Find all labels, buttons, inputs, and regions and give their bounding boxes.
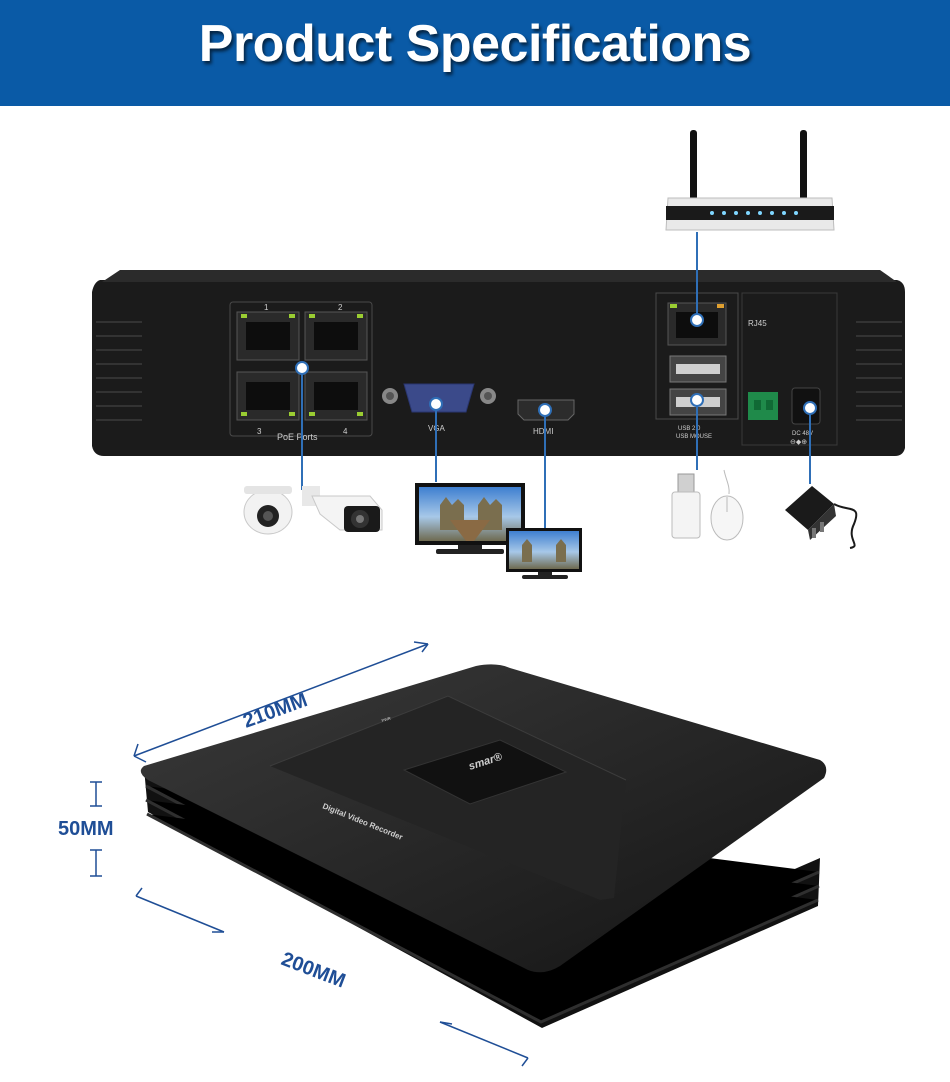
page-title: Product Specifications — [198, 15, 752, 73]
port-number-2: 2 — [338, 303, 343, 312]
poe-ports-label: PoE Ports — [277, 432, 318, 442]
port-number-1: 1 — [264, 303, 269, 312]
dc-polarity-symbols: ⊖◆⊕ — [790, 439, 807, 446]
nvr-top-view: smar® Digital Video Recorder PWR — [140, 664, 827, 1028]
monitor-icon — [415, 483, 582, 579]
port-number-4: 4 — [343, 427, 348, 436]
height-dimension: 50MM — [58, 818, 114, 840]
usb-drive-icon — [671, 473, 701, 539]
nvr-rear-panel: 1 2 3 4 PoE Ports VGA HDMI RJ45 USB 2.0 … — [92, 270, 905, 456]
pwr-label: PWR — [381, 716, 391, 723]
cctv-camera-icon — [243, 486, 383, 535]
rj45-label: RJ45 — [748, 319, 767, 328]
dc-label: DC 48V — [792, 431, 813, 437]
usb-label-1: USB 2.0 — [678, 426, 701, 432]
dimension-lines — [90, 641, 529, 1067]
power-adapter-icon — [785, 486, 858, 549]
connection-lines — [301, 232, 811, 528]
depth-dimension: 200MM — [278, 948, 348, 992]
router-icon — [665, 130, 835, 231]
hdmi-label: HDMI — [533, 427, 553, 436]
header-banner: Product Specifications — [0, 0, 950, 106]
port-number-3: 3 — [257, 427, 262, 436]
usb-label-2: USB MOUSE — [676, 434, 712, 440]
mouse-icon — [710, 469, 744, 541]
